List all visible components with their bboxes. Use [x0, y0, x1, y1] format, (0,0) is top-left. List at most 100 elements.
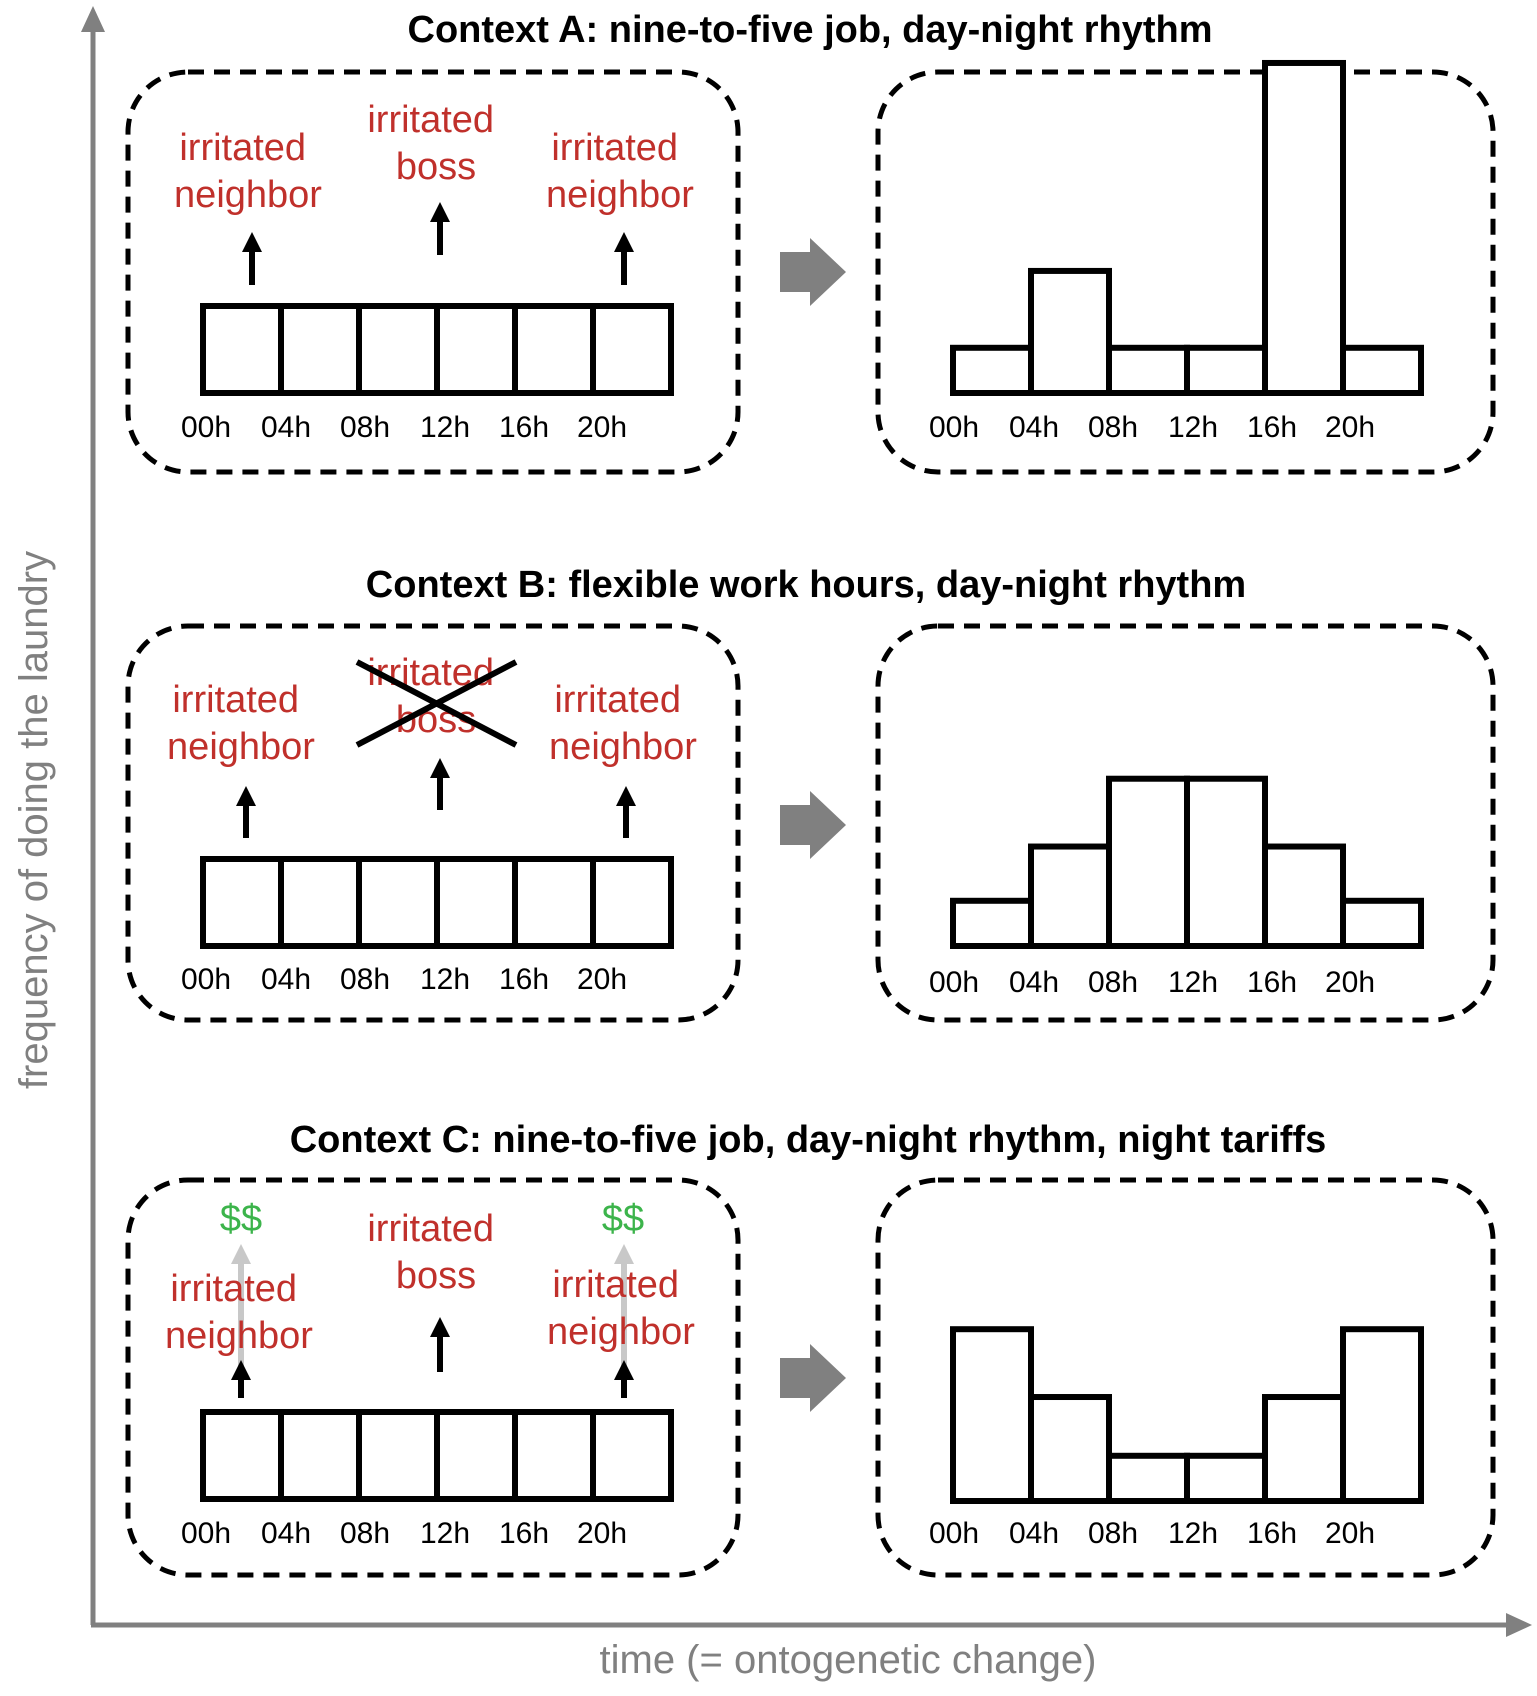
right-pressure-label: irritated neighbor: [546, 127, 694, 216]
time-tick-labels: 00h 04h 08h 12h 16h 20h: [181, 411, 627, 444]
middle-pressure-label: irritated boss: [367, 1208, 504, 1297]
time-slot: [434, 1409, 518, 1502]
time-slot: [434, 856, 518, 949]
histogram-bar-16h: [1262, 843, 1346, 950]
tick-label: 00h: [181, 963, 231, 996]
time-slot: [590, 303, 674, 396]
up-arrow-icon: [430, 202, 450, 255]
tick-label: 08h: [340, 411, 390, 444]
tick-label: 16h: [499, 1517, 549, 1550]
tick-label: 20h: [577, 1517, 627, 1550]
histogram-bar-04h: [1028, 843, 1112, 950]
histogram-bar-00h: [950, 897, 1034, 949]
tick-label: 20h: [577, 411, 627, 444]
transition-arrow-icon: [780, 238, 846, 306]
up-arrow-icon: [242, 232, 262, 285]
tick-label: 12h: [420, 1517, 470, 1550]
tick-label: 00h: [929, 966, 979, 999]
y-axis-label: frequency of doing the laundry: [12, 551, 56, 1089]
dashed-frame: [875, 623, 1496, 1023]
tick-label: 04h: [261, 1517, 311, 1550]
up-arrow-icon: [231, 1360, 251, 1398]
tick-label: 04h: [1009, 1517, 1059, 1550]
tick-label: 00h: [929, 411, 979, 444]
time-slot-row: [200, 1409, 674, 1502]
transition-arrow-icon: [780, 1344, 846, 1412]
histogram-tick-labels: 00h 04h 08h 12h 16h 20h: [929, 1517, 1375, 1550]
x-axis-label: time (= ontogenetic change): [600, 1638, 1097, 1682]
up-arrow-icon: [430, 1317, 450, 1372]
transition-arrow-icon: [780, 791, 846, 859]
time-slot: [356, 303, 440, 396]
time-slot: [200, 856, 284, 949]
histogram-bars: [950, 1326, 1424, 1505]
dashed-frame: [125, 1177, 741, 1578]
histogram-bar-12h: [1184, 344, 1268, 397]
up-arrow-icon: [614, 1360, 634, 1398]
middle-pressure-label: irritated boss: [367, 99, 504, 188]
up-arrow-icon: [430, 758, 450, 810]
panel-title: Context A: nine-to-five job, day-night r…: [408, 9, 1213, 51]
tick-label: 08h: [1088, 411, 1138, 444]
time-slot: [434, 303, 518, 396]
time-slot-row: [200, 856, 674, 949]
tick-label: 08h: [340, 963, 390, 996]
tick-label: 04h: [1009, 411, 1059, 444]
tick-label: 12h: [420, 963, 470, 996]
right-incentive-label: $$: [602, 1198, 644, 1240]
histogram-box: 00h 04h 08h 12h 16h 20h: [875, 59, 1496, 475]
tick-label: 16h: [499, 411, 549, 444]
time-slot: [278, 1409, 362, 1502]
histogram-tick-labels: 00h 04h 08h 12h 16h 20h: [929, 411, 1375, 444]
left-pressure-label: irritated neighbor: [167, 679, 315, 768]
dashed-frame: [875, 69, 1496, 475]
histogram-bar-16h: [1262, 1394, 1346, 1504]
histogram-bar-08h: [1106, 775, 1190, 950]
cross-out-icon: [355, 659, 518, 748]
left-pressure-label: irritated neighbor: [165, 1268, 313, 1357]
time-slot: [590, 1409, 674, 1502]
y-axis-arrowhead: [81, 6, 105, 32]
left-incentive-label: $$: [220, 1198, 262, 1240]
time-slot-row: [200, 303, 674, 396]
dashed-frame: [125, 623, 741, 1023]
time-slot: [590, 856, 674, 949]
tick-label: 16h: [1247, 1517, 1297, 1550]
tick-label: 12h: [1168, 1517, 1218, 1550]
histogram-bar-08h: [1106, 344, 1190, 397]
constraints-box: $$ $$ irritated neighbor irritated boss …: [125, 1177, 741, 1578]
constraints-box: irritated neighbor irritated boss irrita…: [125, 623, 741, 1023]
main-axes: frequency of doing the laundry time (= o…: [12, 6, 1532, 1682]
time-slot: [278, 303, 362, 396]
histogram-bar-04h: [1028, 267, 1112, 397]
time-slot: [200, 1409, 284, 1502]
time-slot: [200, 303, 284, 396]
tick-label: 16h: [499, 963, 549, 996]
histogram-bars: [950, 775, 1424, 950]
tick-label: 04h: [261, 963, 311, 996]
histogram-bar-00h: [950, 344, 1034, 397]
right-pressure-label: irritated neighbor: [549, 679, 697, 768]
time-slot: [356, 1409, 440, 1502]
histogram-bar-16h: [1262, 59, 1346, 396]
panel-context-c: Context C: nine-to-five job, day-night r…: [125, 1119, 1496, 1578]
tick-label: 16h: [1247, 966, 1297, 999]
tick-label: 08h: [1088, 966, 1138, 999]
panel-context-a: Context A: nine-to-five job, day-night r…: [125, 9, 1496, 475]
up-arrow-icon: [236, 786, 256, 838]
histogram-box: 00h 04h 08h 12h 16h 20h: [875, 623, 1496, 1023]
panel-context-b: Context B: flexible work hours, day-nigh…: [125, 564, 1496, 1023]
tick-label: 12h: [420, 411, 470, 444]
dashed-frame: [125, 69, 741, 475]
tick-label: 04h: [261, 411, 311, 444]
tick-label: 08h: [1088, 1517, 1138, 1550]
time-slot: [512, 856, 596, 949]
tick-label: 20h: [577, 963, 627, 996]
tick-label: 08h: [340, 1517, 390, 1550]
left-pressure-label: irritated neighbor: [174, 127, 322, 216]
histogram-tick-labels: 00h 04h 08h 12h 16h 20h: [929, 966, 1375, 999]
histogram-bar-00h: [950, 1326, 1034, 1505]
dashed-frame: [875, 1177, 1496, 1578]
histogram-bar-12h: [1184, 1452, 1268, 1505]
x-axis-arrowhead: [1506, 1613, 1532, 1637]
